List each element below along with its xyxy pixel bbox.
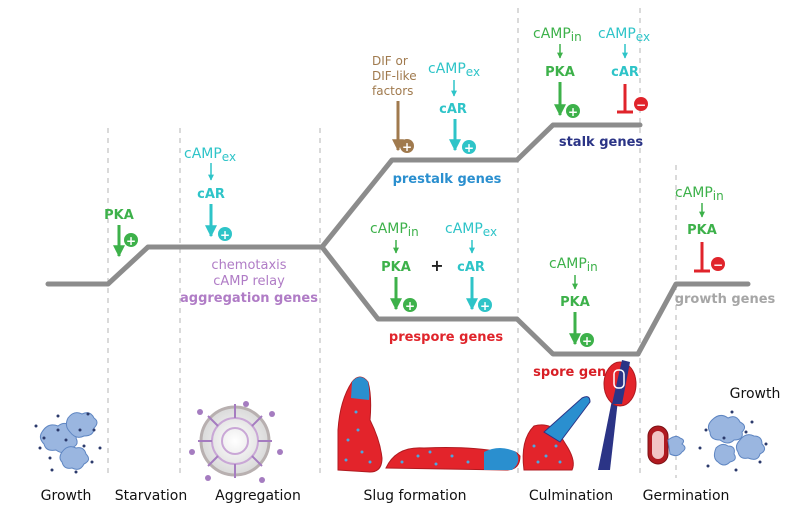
camp-ex-label: cAMPex — [598, 26, 650, 44]
camp-ex-label: cAMPex — [184, 146, 236, 164]
pka-label: PKA — [104, 208, 134, 223]
dif-label-line3: factors — [372, 84, 413, 98]
activation-icon — [566, 104, 580, 118]
inhibition-sign: − — [713, 258, 723, 272]
car-label: cAR — [197, 187, 225, 202]
activation-icon — [218, 227, 232, 241]
activation-sign: + — [464, 141, 474, 155]
stalk-pka-regulation: cAMPin PKA + — [533, 26, 582, 119]
car-label: cAR — [457, 260, 485, 275]
aggregation-car-regulation: cAMPex cAR + — [184, 146, 236, 242]
activation-icon — [478, 298, 492, 312]
stage-label-slug-formation: Slug formation — [363, 488, 466, 504]
activation-icon — [400, 139, 414, 153]
activation-sign: + — [568, 105, 578, 119]
stage-label-germination: Germination — [643, 488, 730, 504]
stalk-genes-label: stalk genes — [559, 135, 644, 150]
spore-genes-label: spore genes — [533, 365, 623, 380]
path-growth-aggregation — [45, 244, 325, 287]
camp-in-label: cAMPin — [549, 256, 598, 274]
dif-label-line2: DIF-like — [372, 69, 417, 83]
aggregation-gene-labels: chemotaxis cAMP relay aggregation genes — [180, 258, 318, 306]
car-label: cAR — [439, 102, 467, 117]
prespore-genes-label: prespore genes — [389, 330, 503, 345]
pka-label: PKA — [560, 295, 590, 310]
stage-label-aggregation: Aggregation — [215, 488, 301, 504]
activation-sign: + — [480, 299, 490, 313]
activation-icon — [580, 333, 594, 347]
aggregation-genes-label: aggregation genes — [180, 291, 318, 306]
growth-amoebae-illustration — [698, 410, 768, 472]
camp-relay-label: cAMP relay — [213, 274, 285, 289]
camp-ex-label: cAMPex — [428, 61, 480, 79]
camp-in-label: cAMPin — [675, 185, 724, 203]
camp-ex-label: cAMPex — [445, 221, 497, 239]
growth-genes-label: growth genes — [675, 292, 776, 307]
activation-sign: + — [220, 228, 230, 242]
plus-sign: + — [430, 256, 443, 275]
inhibition-sign: − — [636, 98, 646, 112]
activation-sign: + — [126, 234, 136, 248]
inhibition-icon — [634, 97, 648, 111]
stage-label-starvation: Starvation — [115, 488, 187, 504]
activation-sign: + — [405, 299, 415, 313]
activation-sign: + — [402, 140, 412, 154]
slug-illustration — [337, 376, 521, 473]
stage-label-culmination: Culmination — [529, 488, 613, 504]
chemotaxis-label: chemotaxis — [211, 258, 286, 273]
culmination-illustration — [522, 360, 637, 471]
expression-path — [45, 122, 751, 357]
prestalk-car-regulation: cAMPex cAR + — [428, 61, 480, 155]
activation-sign: + — [582, 334, 592, 348]
germination-pka-inhibition: cAMPin PKA − — [675, 185, 725, 273]
stage-label-growth: Growth — [41, 488, 92, 504]
spore-pka-regulation: cAMPin PKA + — [549, 256, 598, 348]
activation-icon — [462, 140, 476, 154]
path-prespore-spore — [319, 244, 641, 357]
stalk-car-inhibition: cAMPex cAR − — [598, 26, 650, 114]
stage-label-growth-2: Growth — [730, 386, 781, 402]
activation-icon — [124, 233, 138, 247]
path-prestalk-stalk — [319, 122, 643, 250]
inhibition-icon — [711, 257, 725, 271]
camp-in-label: cAMPin — [533, 26, 582, 44]
growth-amoebae-illustration — [34, 412, 102, 474]
car-label: cAR — [611, 65, 639, 80]
stage-labels: Growth Starvation Aggregation Slug forma… — [41, 386, 781, 504]
aggregation-spiral-illustration — [189, 401, 283, 483]
pka-label: PKA — [381, 260, 411, 275]
pka-label: PKA — [545, 65, 575, 80]
starvation-pka-regulation: PKA + — [104, 208, 138, 258]
activation-icon — [403, 298, 417, 312]
prestalk-dif-regulation: DIF or DIF-like factors + — [372, 54, 417, 154]
camp-in-label: cAMPin — [370, 221, 419, 239]
prestalk-genes-label: prestalk genes — [393, 172, 502, 187]
pka-label: PKA — [687, 223, 717, 238]
prespore-pka-regulation: cAMPin PKA + — [370, 221, 419, 313]
prespore-car-regulation: cAMPex cAR + — [445, 221, 497, 313]
dif-label-line1: DIF or — [372, 54, 408, 68]
path-germination-growth — [635, 281, 751, 357]
stage-dividers — [107, 8, 677, 478]
germination-illustration — [647, 425, 686, 465]
